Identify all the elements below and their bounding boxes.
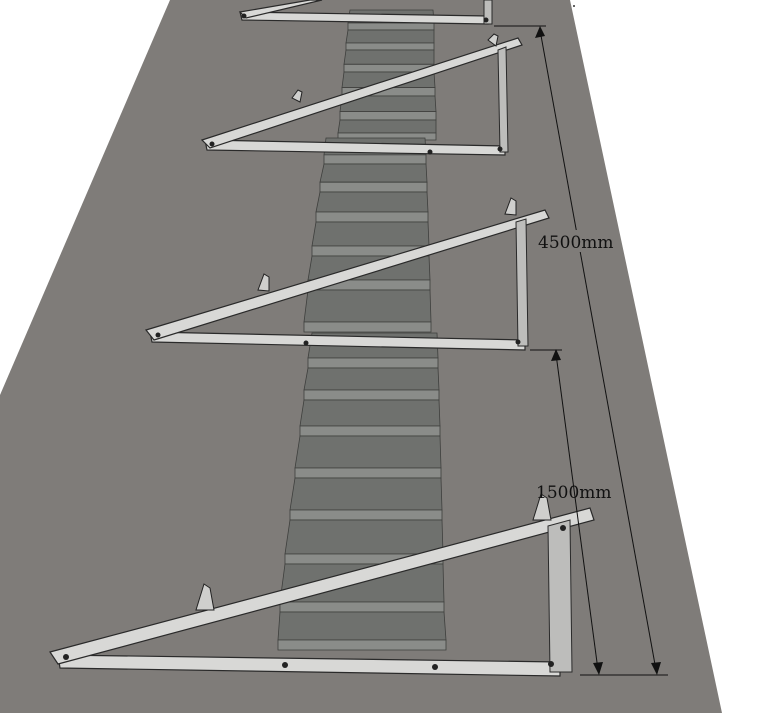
ballast-block-face <box>347 22 435 31</box>
ballast-block-face <box>323 154 427 165</box>
ballast-block <box>345 29 435 44</box>
ballast-block <box>315 191 429 213</box>
ballast-block <box>299 399 441 427</box>
ballast-block-face <box>339 111 437 121</box>
ballast-block-face <box>345 42 435 51</box>
stray-mark <box>573 5 575 7</box>
mounting-frame-1 <box>238 0 493 25</box>
ballast-block <box>311 221 430 247</box>
ballast-block <box>303 289 432 323</box>
ballast-block <box>337 119 437 134</box>
ballast-block-face <box>303 389 440 401</box>
clearance-label: 1500mm <box>536 483 612 503</box>
ballast-block-face <box>303 321 432 333</box>
ballast-block <box>303 367 440 391</box>
ballast-block <box>284 519 444 555</box>
ballast-block-face <box>307 357 439 369</box>
ballast-block <box>289 477 443 511</box>
dimension-clearance: 1500mm <box>530 349 612 675</box>
ballast-blocks <box>277 9 447 651</box>
ballast-block-face <box>279 601 445 613</box>
ballast-block-face <box>277 639 447 651</box>
ballast-block <box>294 435 442 469</box>
ballast-block-face <box>294 467 442 479</box>
ballast-block-face <box>289 509 443 521</box>
ballast-block-face <box>319 181 428 193</box>
ballast-block-face <box>315 211 429 223</box>
row-spacing-label: 4500mm <box>538 233 614 253</box>
ballast-block <box>319 163 428 183</box>
mounting-frame-2 <box>200 33 523 156</box>
mounting-frame-4 <box>49 493 595 677</box>
ballast-block <box>343 49 435 65</box>
ballast-block-face <box>299 425 441 437</box>
ballast-block <box>277 611 447 641</box>
mounting-frame-3 <box>144 197 550 351</box>
dimension-row-spacing: 4500mm <box>494 25 668 676</box>
